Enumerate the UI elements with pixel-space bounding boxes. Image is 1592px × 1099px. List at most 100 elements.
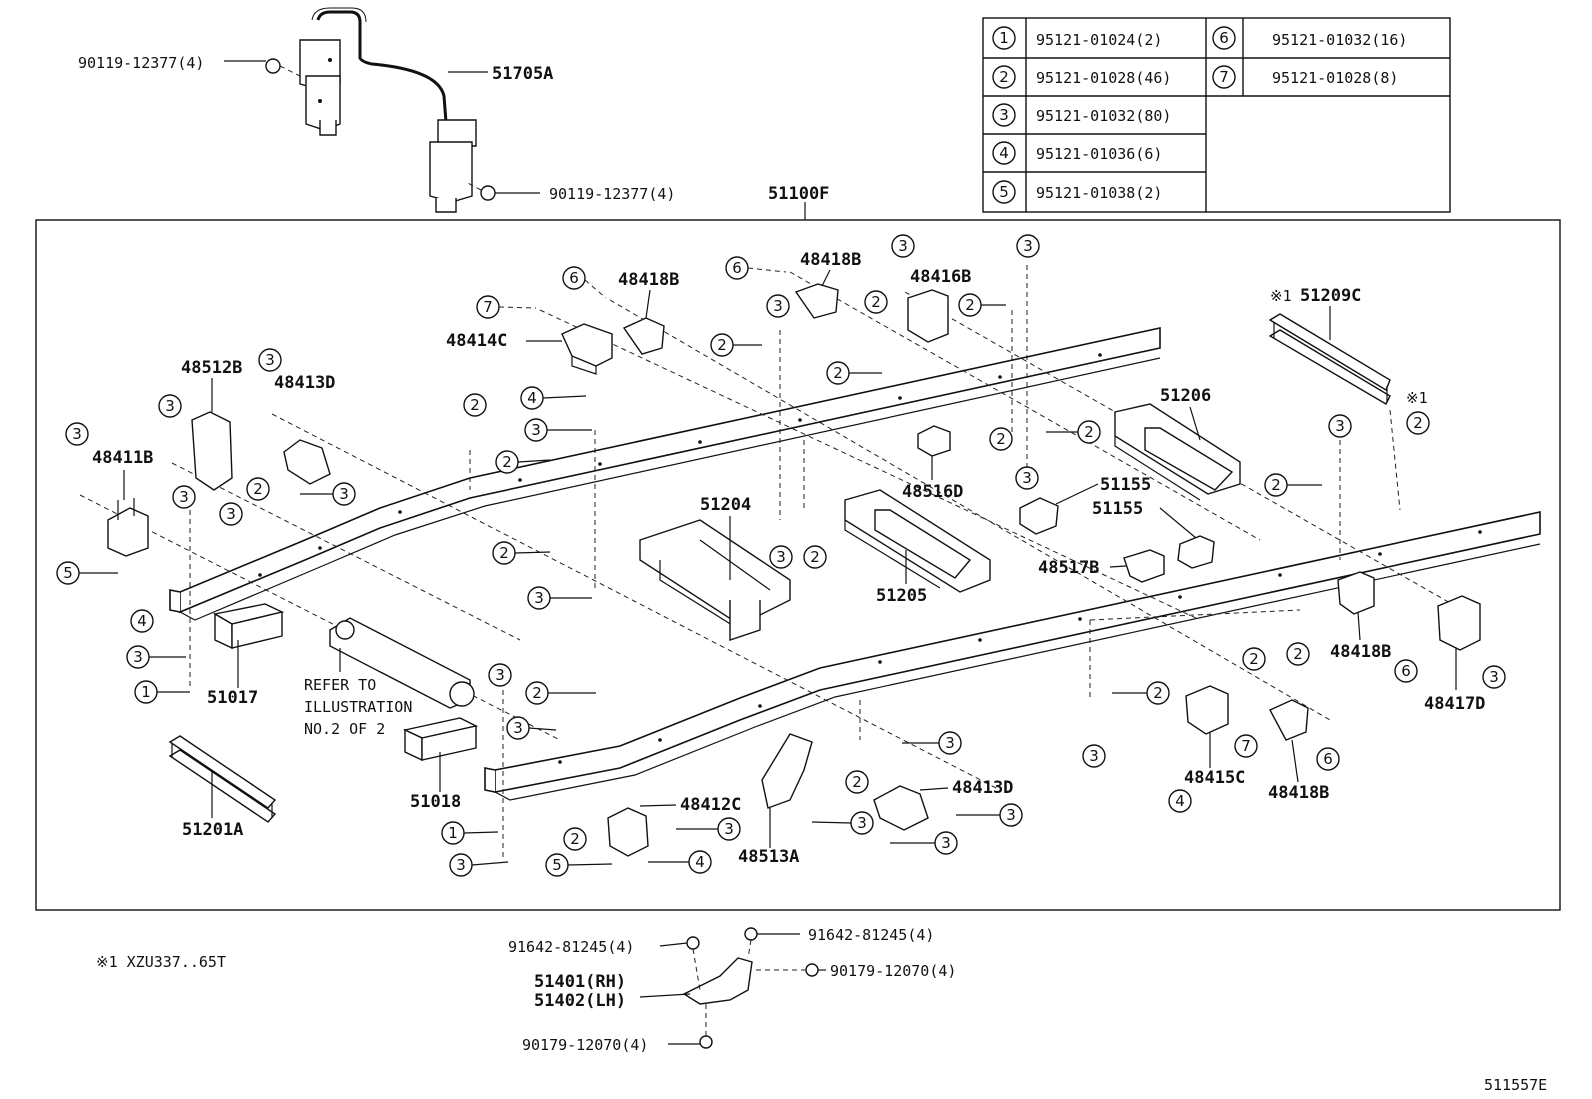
svg-text:2: 2 bbox=[1293, 645, 1303, 663]
svg-text:3: 3 bbox=[857, 814, 867, 832]
svg-text:3: 3 bbox=[179, 488, 189, 506]
legend-part-2: 95121-01028(46) bbox=[1036, 69, 1171, 87]
legend-num-2: 2 bbox=[999, 68, 1009, 86]
label-91642-left: 91642-81245(4) bbox=[508, 938, 634, 956]
diagram-id: 511557E bbox=[1484, 1076, 1547, 1094]
svg-text:2: 2 bbox=[502, 453, 512, 471]
svg-text:3: 3 bbox=[1022, 469, 1032, 487]
label-51155-b: 51155 bbox=[1092, 499, 1143, 519]
legend-num-6: 6 bbox=[1219, 29, 1229, 47]
svg-text:3: 3 bbox=[265, 351, 275, 369]
guard-51705A bbox=[299, 7, 477, 213]
label-51018: 51018 bbox=[410, 792, 461, 812]
svg-text:2: 2 bbox=[570, 830, 580, 848]
label-48414C: 48414C bbox=[446, 331, 507, 351]
svg-text:3: 3 bbox=[534, 589, 544, 607]
label-51201A: 51201A bbox=[182, 820, 243, 840]
mark-x1-a: ※1 bbox=[1270, 287, 1292, 305]
svg-text:3: 3 bbox=[1023, 237, 1033, 255]
svg-text:2: 2 bbox=[1084, 423, 1094, 441]
part-51155-a bbox=[1019, 497, 1059, 535]
label-90179-bottom: 90179-12070(4) bbox=[522, 1036, 648, 1054]
svg-text:2: 2 bbox=[499, 544, 509, 562]
svg-text:1: 1 bbox=[141, 683, 151, 701]
svg-text:2: 2 bbox=[810, 548, 820, 566]
label-48415C: 48415C bbox=[1184, 768, 1245, 788]
svg-text:3: 3 bbox=[456, 856, 466, 874]
svg-text:3: 3 bbox=[945, 734, 955, 752]
label-91642-right: 91642-81245(4) bbox=[808, 926, 934, 944]
assembly-frame bbox=[35, 219, 1561, 911]
svg-text:2: 2 bbox=[996, 430, 1006, 448]
part-51017 bbox=[213, 603, 285, 650]
svg-text:3: 3 bbox=[1089, 747, 1099, 765]
label-90119-left: 90119-12377(4) bbox=[78, 54, 204, 72]
label-90179-right: 90179-12070(4) bbox=[830, 962, 956, 980]
svg-text:3: 3 bbox=[776, 548, 786, 566]
frame-rail-lower bbox=[484, 511, 1541, 801]
label-48512B: 48512B bbox=[181, 358, 242, 378]
part-48413D-upper bbox=[283, 439, 331, 485]
assembly-lines bbox=[79, 265, 1481, 860]
svg-text:3: 3 bbox=[133, 648, 143, 666]
svg-text:2: 2 bbox=[532, 684, 542, 702]
label-48418B-b: 48418B bbox=[800, 250, 861, 270]
part-labels: 48418B 48414C 48418B 48416B ※1 51209C ※1… bbox=[92, 250, 1485, 867]
callouts: 7 6 6 3 3 3 2 2 2 2 3 4 2 3 2 3 3 3 3 2 … bbox=[56, 234, 1506, 877]
svg-text:3: 3 bbox=[165, 397, 175, 415]
svg-text:2: 2 bbox=[833, 364, 843, 382]
frame-rail-upper bbox=[169, 327, 1161, 621]
part-51205 bbox=[844, 489, 991, 593]
label-48416B: 48416B bbox=[910, 267, 971, 287]
svg-text:2: 2 bbox=[965, 296, 975, 314]
part-48517B bbox=[1123, 549, 1165, 583]
bracket-51401-51402 bbox=[639, 927, 826, 1049]
label-48418B-a: 48418B bbox=[618, 270, 679, 290]
mark-x1-b: ※1 bbox=[1406, 389, 1428, 407]
svg-text:7: 7 bbox=[1241, 737, 1251, 755]
part-48413D-lower bbox=[873, 785, 929, 831]
svg-text:2: 2 bbox=[717, 336, 727, 354]
label-51100F: 51100F bbox=[768, 184, 829, 204]
svg-text:3: 3 bbox=[724, 820, 734, 838]
legend-part-6: 95121-01032(16) bbox=[1272, 31, 1407, 49]
part-48415C bbox=[1185, 685, 1229, 735]
part-51209C bbox=[1268, 313, 1391, 405]
part-48414C bbox=[561, 323, 613, 375]
label-48413D-b: 48413D bbox=[952, 778, 1013, 798]
svg-text:6: 6 bbox=[569, 269, 579, 287]
svg-text:4: 4 bbox=[137, 612, 147, 630]
svg-text:3: 3 bbox=[531, 421, 541, 439]
legend-part-7: 95121-01028(8) bbox=[1272, 69, 1398, 87]
part-48513A bbox=[761, 733, 813, 809]
svg-text:3: 3 bbox=[1006, 806, 1016, 824]
part-48516D bbox=[917, 425, 951, 457]
footnote: ※1 XZU337..65T bbox=[96, 953, 226, 971]
svg-text:3: 3 bbox=[1335, 417, 1345, 435]
svg-text:5: 5 bbox=[552, 856, 562, 874]
svg-text:3: 3 bbox=[513, 719, 523, 737]
label-51017: 51017 bbox=[207, 688, 258, 708]
svg-text:2: 2 bbox=[852, 773, 862, 791]
legend-part-4: 95121-01036(6) bbox=[1036, 145, 1162, 163]
svg-text:7: 7 bbox=[483, 298, 493, 316]
legend-num-1: 1 bbox=[999, 29, 1009, 47]
part-48418B-b bbox=[794, 283, 839, 319]
legend-num-3: 3 bbox=[999, 106, 1009, 124]
label-51204: 51204 bbox=[700, 495, 751, 515]
svg-text:3: 3 bbox=[495, 666, 505, 684]
part-48418B-a bbox=[622, 317, 665, 355]
part-51155-b bbox=[1177, 535, 1215, 569]
svg-text:2: 2 bbox=[1249, 650, 1259, 668]
svg-text:6: 6 bbox=[1323, 750, 1333, 768]
label-51155-a: 51155 bbox=[1100, 475, 1151, 495]
svg-text:4: 4 bbox=[695, 853, 705, 871]
svg-text:2: 2 bbox=[871, 293, 881, 311]
label-48513A: 48513A bbox=[738, 847, 799, 867]
svg-text:5: 5 bbox=[63, 564, 73, 582]
label-51206: 51206 bbox=[1160, 386, 1211, 406]
part-51201A bbox=[168, 735, 277, 823]
refer-note-line-1: REFER TO bbox=[304, 676, 376, 694]
label-51209C: 51209C bbox=[1300, 286, 1361, 306]
part-51204 bbox=[639, 519, 791, 641]
